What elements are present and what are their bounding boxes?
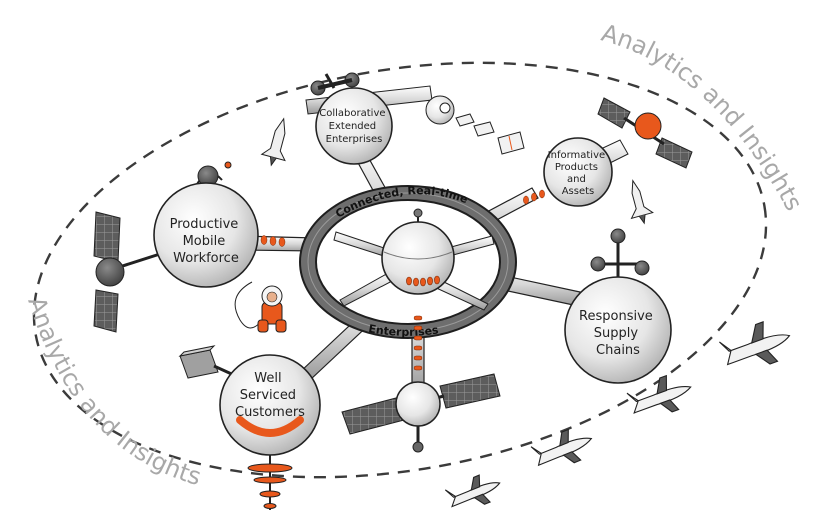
node-customers-label: Well Serviced Customers [235,371,305,420]
node-collaborative-extended-enterprises [305,72,455,165]
productive-orange-lights [260,235,286,247]
node-responsive-label: Responsive Supply Chains [579,309,657,358]
informative-orange-lights [523,189,545,205]
cargo-boxes-icon [455,113,525,155]
node-responsive-supply-chains [564,228,672,384]
shuttle-icon-4 [444,474,501,508]
node-collaborative-label: Collaborative Extended Enterprises [319,108,388,145]
node-productive-label: Productive Mobile Workforce [170,217,243,266]
orbit-label-top: Analytics and Insights [598,19,808,216]
node-informative-products [543,97,693,207]
node-well-serviced-customers [178,345,321,510]
shuttle-icon-upper-left [260,117,286,167]
node-productive-mobile-workforce [93,161,259,333]
shuttle-icon-upper-right [630,179,654,225]
shuttle-icon-1 [719,321,791,366]
astronaut-icon [234,281,287,333]
shuttle-icon-3 [530,428,593,467]
node-informative-label: Informative Products and Assets [548,150,609,197]
bottom-module [341,373,501,453]
vertical-orange-lights [413,315,423,371]
orbit-dashed-ellipse [32,61,768,479]
shuttle-fleet [444,321,791,508]
shuttle-icon-2 [626,374,692,414]
hub-orange-lights [406,275,440,287]
